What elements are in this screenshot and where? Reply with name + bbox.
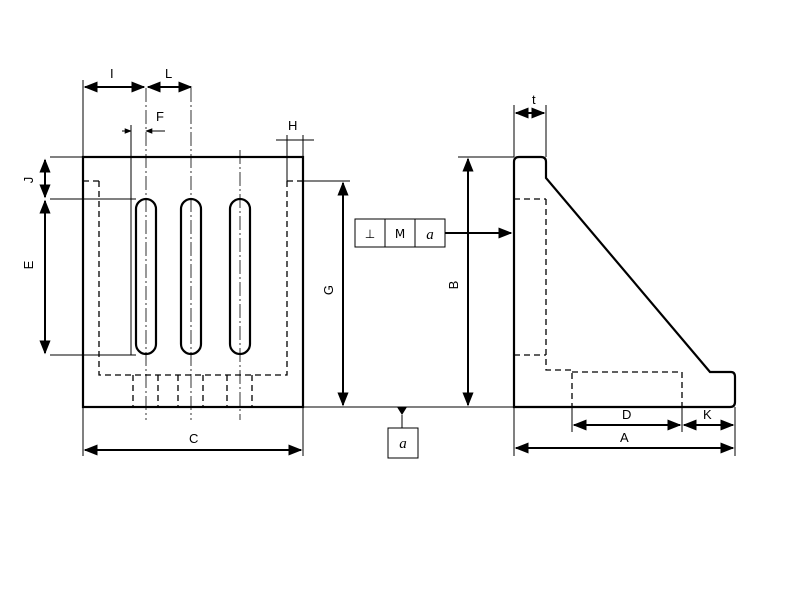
- hidden-inner-contour: [83, 180, 303, 376]
- tolerance-frame: ⊥ M a: [354, 218, 513, 248]
- datum-ref-label: a: [426, 227, 434, 243]
- dim-L-label: L: [165, 66, 172, 81]
- side-view: t B D K A: [446, 92, 737, 456]
- dim-C-label: C: [189, 431, 198, 446]
- side-extension-lines: [458, 105, 736, 456]
- dim-F-label: F: [156, 109, 164, 124]
- dim-J-label: J: [21, 177, 36, 184]
- dim-K-label: K: [703, 407, 712, 422]
- dim-G-label: G: [321, 285, 336, 295]
- dim-H-label: H: [288, 118, 297, 133]
- dim-t-label: t: [532, 92, 536, 107]
- dim-I-label: I: [110, 66, 114, 81]
- datum-box: [387, 427, 419, 459]
- dim-B-label: B: [446, 281, 461, 290]
- modifier-label: M: [395, 227, 405, 241]
- side-outline: [512, 155, 737, 409]
- perpendicularity-symbol: ⊥: [365, 227, 375, 241]
- datum-triangle: [397, 407, 407, 415]
- dim-E-label: E: [21, 260, 36, 269]
- datum-letter: a: [399, 436, 407, 452]
- dim-D-label: D: [622, 407, 631, 422]
- hidden-bottom-slots: [132, 375, 253, 407]
- datum-feature: a: [303, 406, 512, 459]
- side-hidden-lines: [514, 198, 683, 407]
- front-outline: [81, 155, 305, 409]
- slot-centerlines: [145, 88, 241, 420]
- front-view: I L F H J E G C: [21, 66, 350, 456]
- dim-A-label: A: [620, 430, 629, 445]
